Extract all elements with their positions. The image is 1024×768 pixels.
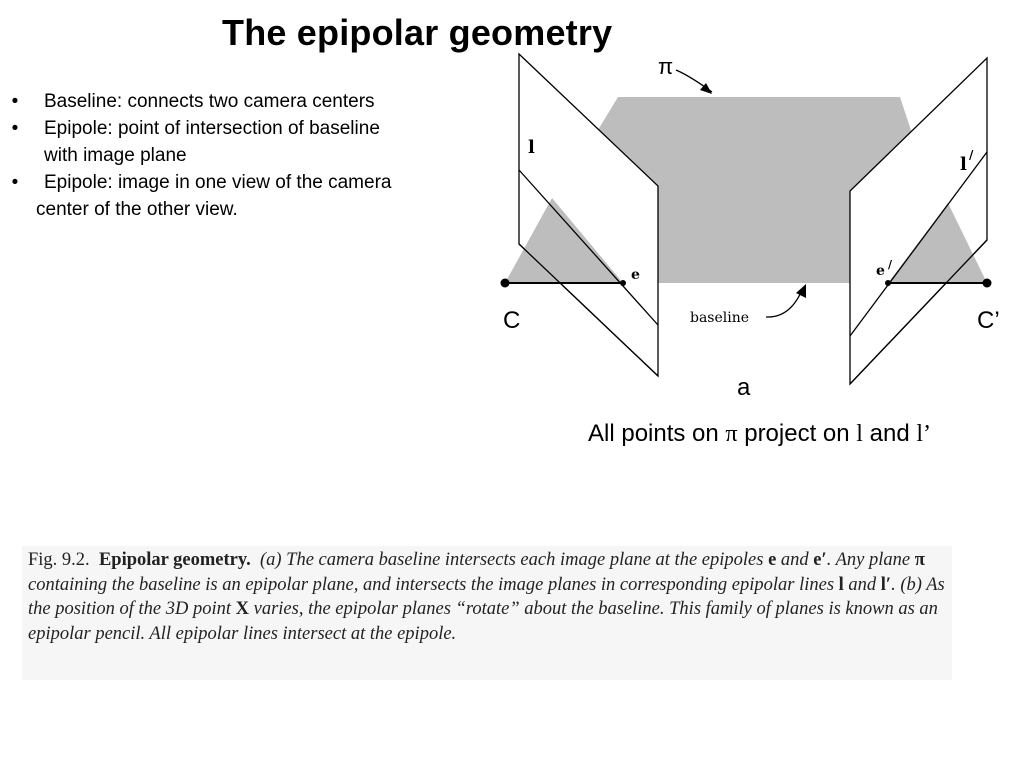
label-pi: π: [658, 54, 673, 79]
fig-text: . Any plane: [826, 550, 915, 570]
left-plane-triangle: [505, 198, 623, 283]
bullet-marker: •: [11, 172, 19, 193]
pi-arrowhead: [700, 83, 712, 94]
fig-symbol-e-prime: e′: [813, 550, 827, 570]
label-l-prime-mark: /: [969, 148, 974, 162]
projection-caption: All points on π project on l and l’: [588, 420, 931, 448]
epipolar-line-l-prime: [849, 151, 988, 337]
fig-symbol-pi: π: [914, 550, 925, 570]
figure-caption: Fig. 9.2. Epipolar geometry. (a) The cam…: [22, 546, 952, 680]
fig-text: (a) The camera baseline intersects each …: [259, 550, 769, 570]
label-panel-a: a: [737, 374, 751, 401]
bullet-marker: •: [11, 118, 19, 139]
left-plane-edge: [518, 243, 659, 377]
label-c-prime: C’: [977, 307, 1000, 334]
bullet-item: • Epipole: point of intersection of base…: [8, 115, 468, 169]
bullet-list: • Baseline: connects two camera centers …: [8, 88, 468, 223]
label-e: e: [631, 267, 640, 283]
camera-center-c: [500, 278, 510, 288]
bullet-text-continued: with image plane: [44, 145, 187, 166]
fig-title: Epipolar geometry.: [98, 550, 251, 570]
fig-text: containing the baseline is an epipolar p…: [28, 574, 839, 595]
right-plane-edge: [849, 239, 988, 385]
bullet-text: Baseline: connects two camera centers: [44, 91, 375, 112]
fig-text: . (b) As the position of the 3D point: [28, 574, 945, 620]
bullet-text: Epipole: point of intersection of baseli…: [44, 118, 380, 139]
bullet-item: • Epipole: image in one view of the came…: [8, 169, 468, 223]
slide-title: The epipolar geometry: [222, 12, 613, 53]
baseline-arrow: [765, 289, 803, 318]
bullet-marker: •: [11, 91, 19, 112]
caption-pi: π: [725, 421, 738, 447]
epipolar-line-l: [518, 169, 659, 326]
bullet-item: • Baseline: connects two camera centers: [8, 88, 468, 115]
label-baseline: baseline: [690, 310, 749, 326]
camera-center-c-prime: [982, 278, 992, 288]
caption-l-prime: l’: [916, 421, 932, 447]
caption-text: All points on: [588, 420, 726, 447]
fig-text: and: [843, 574, 881, 595]
fig-symbol-l: l: [838, 574, 844, 595]
caption-text: and: [862, 420, 917, 447]
epipole-e-prime: [885, 280, 891, 286]
right-plane-triangle: [888, 203, 987, 283]
fig-text: and: [780, 550, 814, 570]
epipolar-diagram: π l l / e e / baseline C C’ a: [500, 52, 1000, 401]
caption-text: project on: [737, 420, 857, 447]
caption-l: l: [856, 421, 863, 447]
label-e-prime: e: [876, 263, 885, 279]
label-l: l: [528, 137, 535, 158]
label-c: C: [503, 307, 520, 334]
fig-symbol-l-prime: l′: [880, 574, 892, 595]
epipole-e: [620, 280, 626, 286]
bullet-text-continued: center of the other view.: [36, 199, 238, 220]
fig-text: varies, the epipolar planes “rotate” abo…: [28, 599, 938, 644]
baseline-arrowhead: [796, 284, 806, 298]
fig-symbol-e: e: [768, 550, 777, 570]
label-e-prime-mark: /: [888, 258, 893, 271]
label-l-prime: l: [960, 154, 967, 175]
fig-symbol-x: X: [235, 599, 249, 619]
fig-number: Fig. 9.2.: [28, 550, 90, 570]
bullet-text: Epipole: image in one view of the camera: [44, 172, 392, 193]
